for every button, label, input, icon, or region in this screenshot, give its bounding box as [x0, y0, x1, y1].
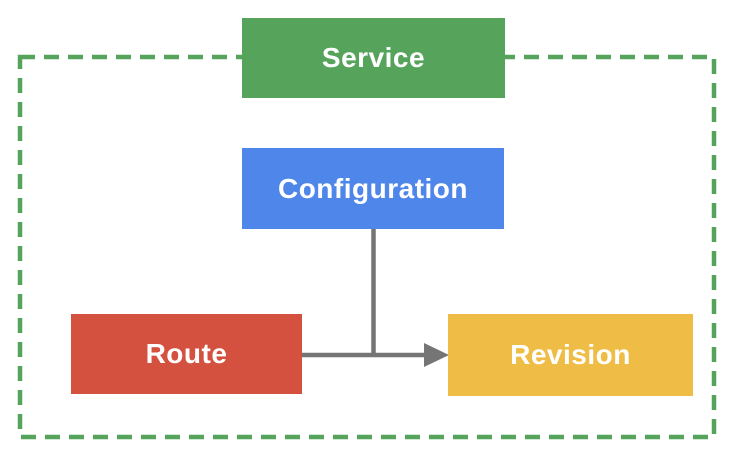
- node-route: Route: [71, 314, 302, 394]
- node-configuration: Configuration: [242, 148, 504, 229]
- node-route-label: Route: [145, 338, 228, 369]
- node-service-label: Service: [321, 42, 426, 73]
- node-revision-label: Revision: [510, 339, 631, 370]
- node-configuration-label: Configuration: [277, 172, 469, 204]
- arrowhead-into-revision-icon: [424, 343, 449, 367]
- node-service: Service: [242, 18, 505, 98]
- node-revision: Revision: [448, 314, 693, 396]
